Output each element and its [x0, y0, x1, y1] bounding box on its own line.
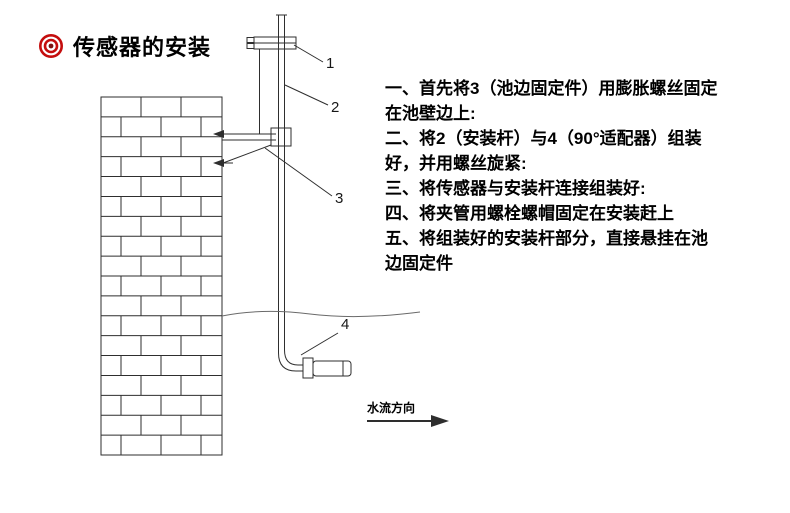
callout-4: 4: [341, 316, 350, 333]
header: 传感器的安装: [38, 30, 211, 62]
flow-arrow: [367, 415, 449, 427]
instruction-line: 三、将传感器与安装杆连接组装好:: [385, 179, 646, 198]
instruction-line: 一、首先将3（池边固定件）用膨胀螺丝固定: [385, 79, 718, 98]
callout-3: 3: [335, 190, 344, 207]
target-icon: [39, 34, 63, 58]
pipe-clamp: [246, 36, 297, 134]
mounting-pole: [276, 14, 287, 345]
instructions: 一、首先将3（池边固定件）用膨胀螺丝固定 在池壁边上: 二、将2（安装杆）与4（…: [385, 76, 783, 276]
instruction-line: 边固定件: [385, 254, 453, 273]
instruction-line: 在池壁边上:: [385, 104, 476, 123]
anchor-bolt-icon: [213, 130, 233, 167]
instruction-line: 四、将夹管用螺栓螺帽固定在安装赶上: [385, 204, 674, 223]
instruction-line: 五、将组装好的安装杆部分，直接悬挂在池: [385, 229, 708, 248]
leader-lines: [264, 44, 339, 356]
wall-bracket: [222, 127, 292, 164]
flow-direction-label: 水流方向: [367, 401, 416, 415]
instruction-line: 二、将2（安装杆）与4（90°适配器）组装: [385, 129, 702, 148]
sensor-body: [278, 345, 352, 379]
water-surface-line: [221, 310, 421, 318]
instruction-line: 好，并用螺丝旋紧:: [385, 154, 527, 173]
callout-1: 1: [326, 55, 335, 72]
brick-wall: [101, 97, 222, 455]
page-title: 传感器的安装: [73, 35, 212, 60]
callout-2: 2: [331, 99, 340, 116]
